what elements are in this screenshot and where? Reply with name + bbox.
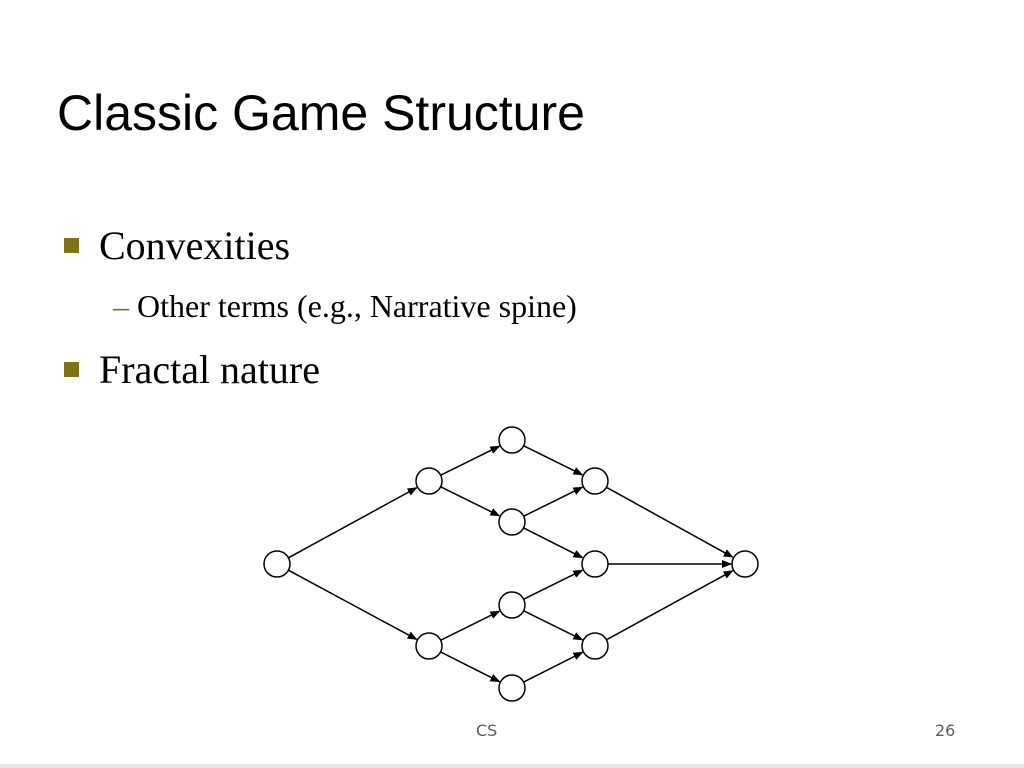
graph-edge-arrow (606, 486, 734, 558)
graph-edge-arrow (523, 610, 584, 641)
bullet-item: Fractal nature (64, 346, 320, 393)
graph-edge-arrow (523, 651, 584, 683)
graph-edge-arrow (288, 487, 418, 559)
graph-node (581, 467, 609, 495)
bullet-text: Convexities (99, 223, 291, 268)
square-bullet-icon (64, 238, 79, 253)
square-bullet-icon (64, 362, 79, 377)
graph-edge-arrow (440, 445, 501, 476)
bottom-bar (0, 764, 1024, 768)
dash-bullet-icon: – (113, 288, 129, 324)
graph-node (498, 674, 526, 702)
graph-node (415, 467, 443, 495)
graph-node (498, 426, 526, 454)
bullet-text: Fractal nature (99, 347, 320, 392)
graph-node (415, 632, 443, 660)
slide-number: 26 (935, 721, 956, 740)
graph-edge-arrow (440, 610, 501, 641)
sub-bullet-item: – Other terms (e.g., Narrative spine) (113, 288, 577, 325)
graph-edge-arrow (523, 527, 584, 559)
graph-node (498, 591, 526, 619)
sub-bullet-text: Other terms (e.g., Narrative spine) (137, 288, 577, 324)
graph-node (263, 550, 291, 578)
graph-node (498, 508, 526, 536)
graph-edge-arrow (440, 486, 501, 517)
graph-edges (288, 445, 734, 683)
graph-nodes (263, 426, 759, 702)
graph-edge-arrow (523, 445, 584, 476)
graph-edge-arrow (523, 569, 584, 600)
graph-edge-arrow (288, 569, 418, 641)
graph-edge-arrow (606, 570, 734, 641)
graph-node (581, 632, 609, 660)
graph-node (581, 550, 609, 578)
graph-edge-arrow (523, 486, 584, 517)
graph-edge-arrow (440, 651, 501, 683)
graph-node (731, 550, 759, 578)
footer-label: CS (476, 721, 498, 740)
slide-title: Classic Game Structure (57, 85, 585, 141)
bullet-item: Convexities (64, 222, 290, 269)
